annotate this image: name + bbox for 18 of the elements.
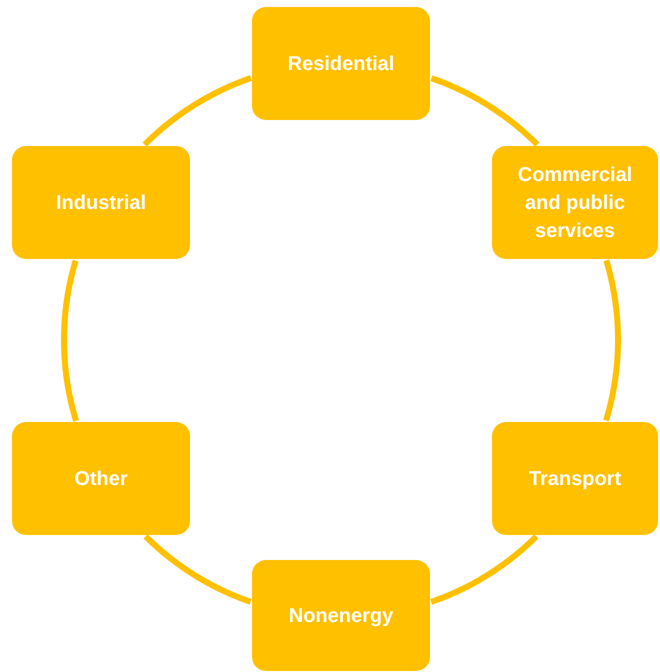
connector-arc [429, 75, 540, 148]
connector-arc [603, 258, 621, 423]
connector-arc [142, 75, 254, 148]
sector-box [492, 422, 658, 535]
sector-label: Other [74, 466, 128, 492]
sector-box [252, 7, 430, 120]
connector-arc [143, 534, 253, 605]
connector-arc [61, 258, 79, 424]
sector-label: Transport [528, 466, 622, 492]
connector-arc [428, 534, 539, 605]
sector-box [492, 146, 658, 259]
sector-box [252, 560, 430, 671]
sector-box [12, 422, 190, 535]
sector-label: Residential [288, 52, 394, 76]
sector-label: Commercial and public services [516, 162, 634, 244]
sector-label: Nonenergy [288, 604, 394, 628]
sector-box [12, 146, 190, 259]
sector-label: Industrial [56, 190, 146, 216]
